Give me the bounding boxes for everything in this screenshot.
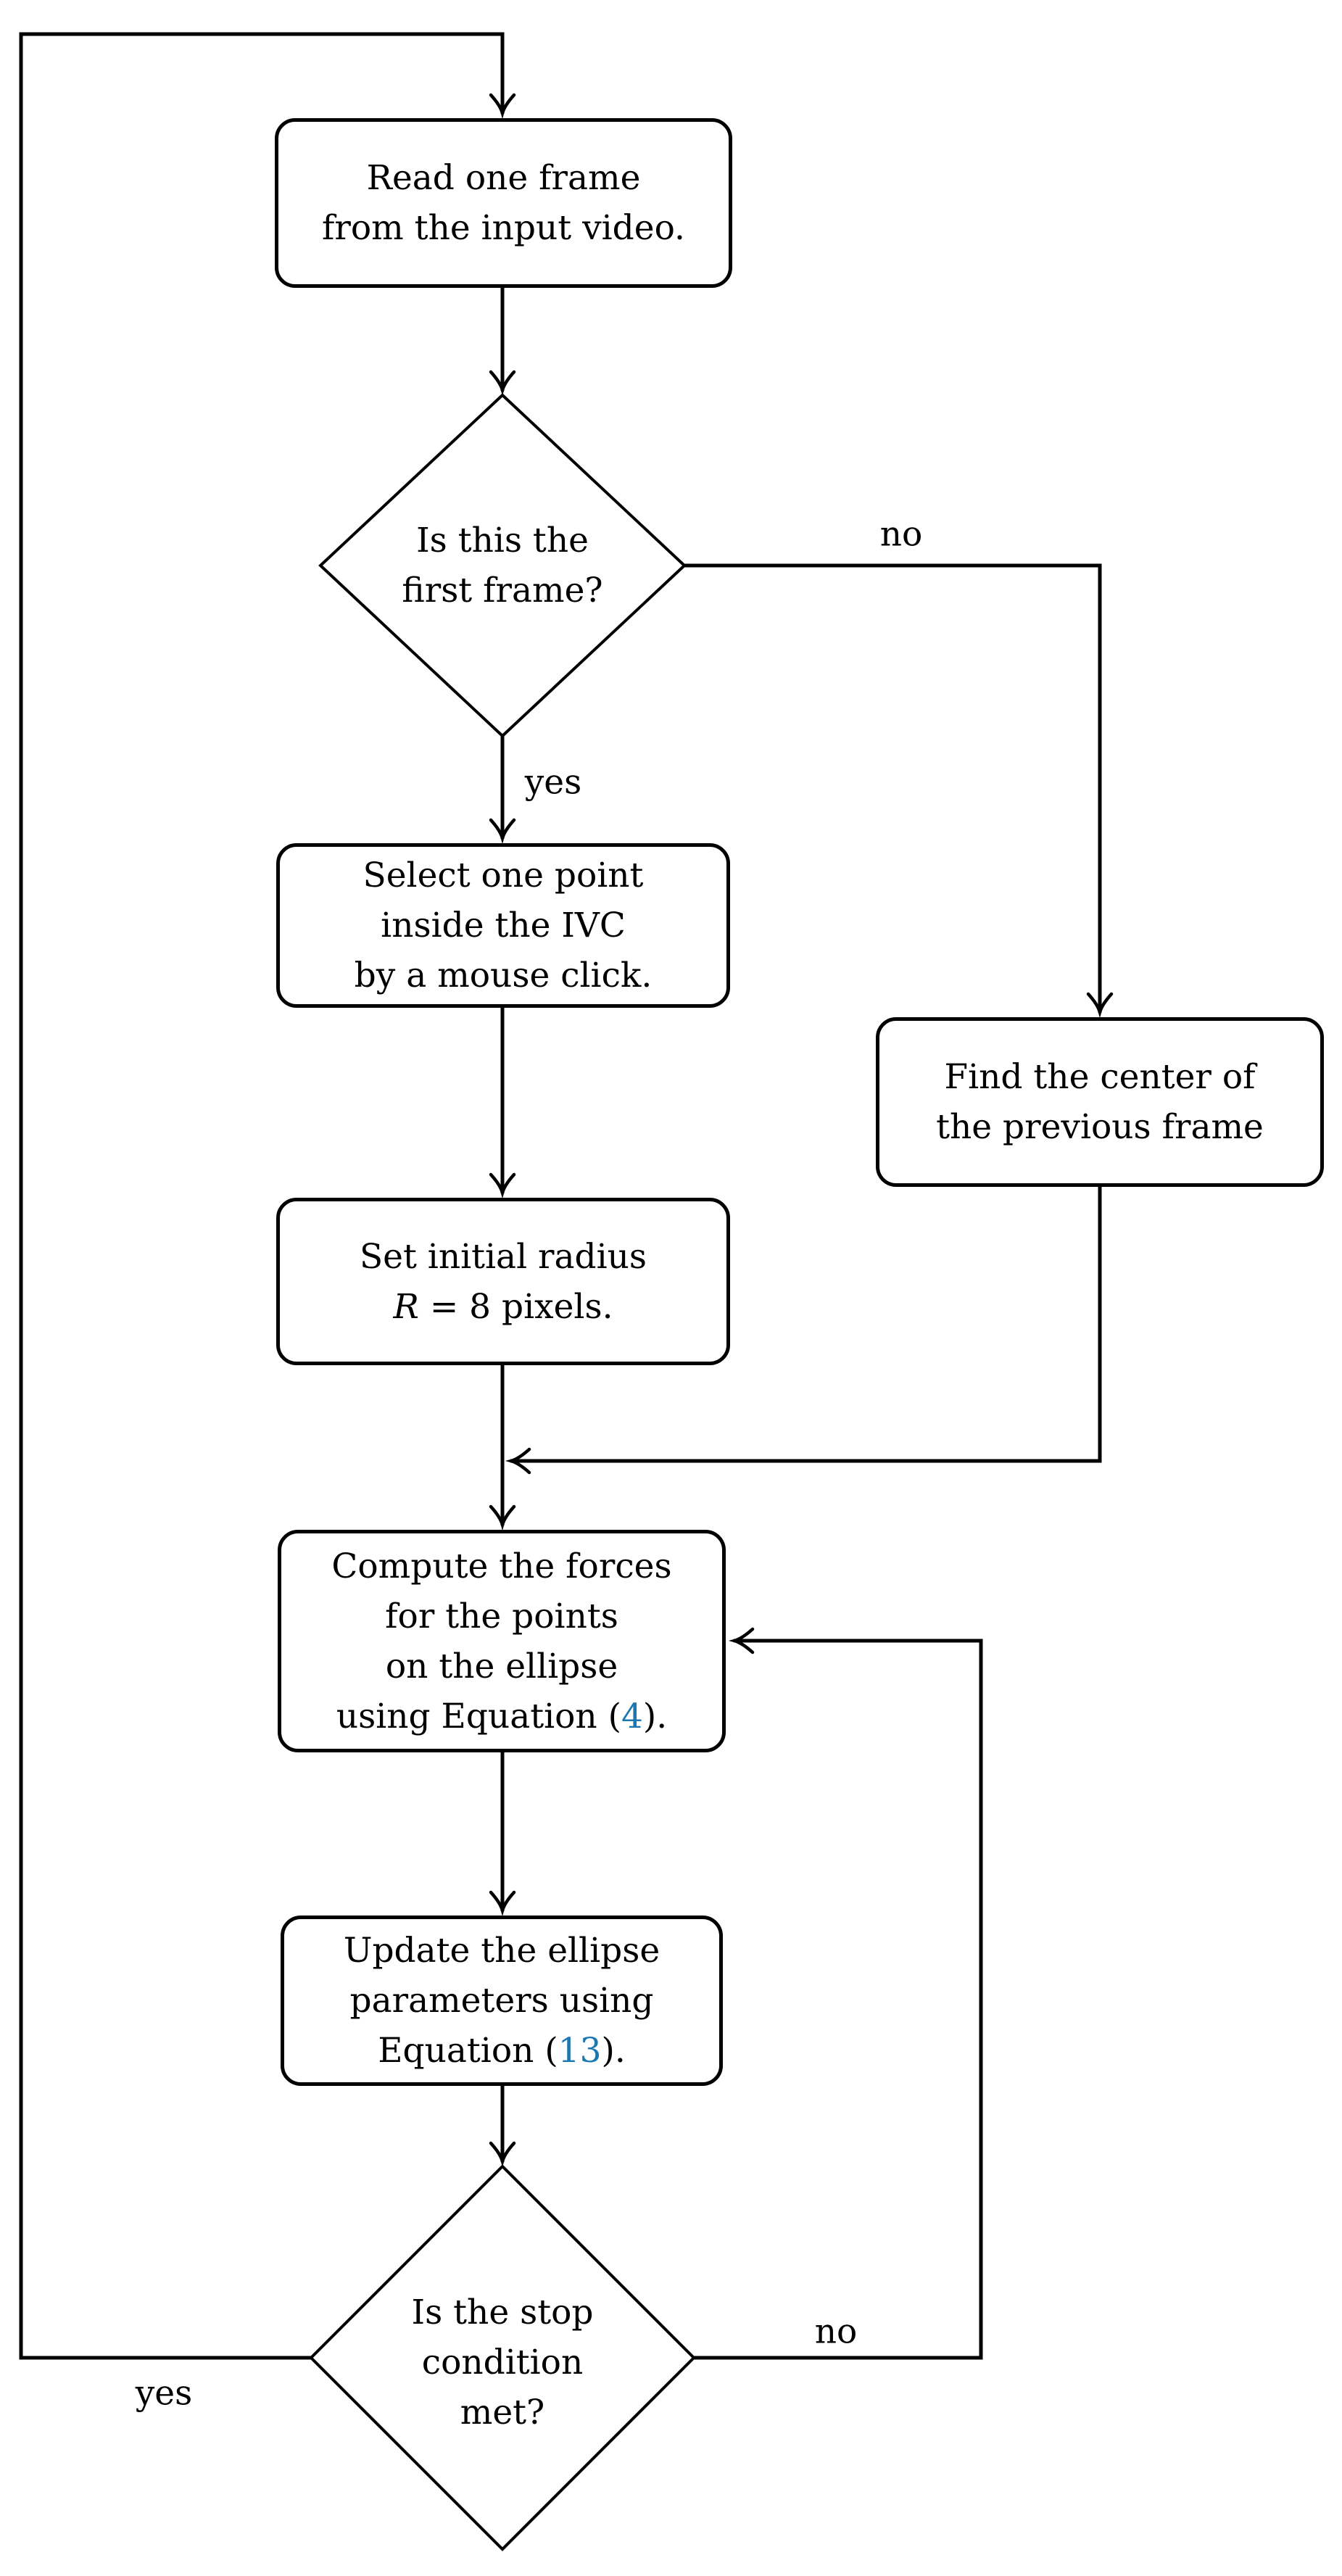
node-compute-forces-line: for the points <box>385 1596 618 1636</box>
node-read-frame: Read one frame from the input video. <box>275 118 732 288</box>
node-compute-forces-line: Compute the forces <box>331 1546 672 1586</box>
node-set-radius: Set initial radius R = 8 pixels. <box>276 1198 730 1365</box>
node-set-radius-line: Set initial radius <box>359 1236 647 1277</box>
node-select-point: Select one point inside the IVC by a mou… <box>276 843 730 1008</box>
decision-stop-condition-shape <box>309 2164 696 2551</box>
edge-label-yes-first: yes <box>524 762 582 803</box>
decision-first-frame-line: Is this the <box>416 521 589 560</box>
decision-stop-condition-line: Is the stop <box>411 2293 594 2332</box>
node-find-center-line: the previous frame <box>936 1107 1264 1147</box>
node-update-parameters-line: Equation (13). <box>378 2026 626 2076</box>
node-select-point-line: by a mouse click. <box>354 956 653 995</box>
equation-4-link[interactable]: 4 <box>621 1696 643 1736</box>
edge-first-no-to-find-center <box>684 563 1114 1019</box>
edge-label-yes-stop: yes <box>135 2373 193 2414</box>
node-read-frame-line: from the input video. <box>322 208 685 248</box>
decision-stop-condition-line: condition <box>421 2343 584 2382</box>
radius-value: = 8 pixels. <box>418 1286 613 1327</box>
decision-stop-condition-text: Is the stop condition met? <box>321 2287 684 2438</box>
decision-first-frame-line: first frame? <box>402 571 603 610</box>
node-compute-forces-line: using Equation (4). <box>336 1691 667 1742</box>
node-find-center-line: Find the center of <box>944 1057 1256 1097</box>
node-find-center: Find the center of the previous frame <box>876 1017 1324 1187</box>
equation-13-prefix: Equation ( <box>378 2031 558 2071</box>
node-compute-forces: Compute the forces for the points on the… <box>278 1530 726 1752</box>
decision-first-frame-shape <box>318 393 687 738</box>
node-select-point-line: inside the IVC <box>381 906 626 945</box>
node-compute-forces-line: on the ellipse <box>385 1646 618 1686</box>
node-update-parameters-line: Update the ellipse <box>343 1931 660 1971</box>
node-update-parameters-line: parameters using <box>349 1981 654 2021</box>
node-set-radius-line: R = 8 pixels. <box>393 1282 613 1332</box>
radius-variable: R <box>393 1286 419 1327</box>
equation-13-link[interactable]: 13 <box>558 2031 602 2071</box>
equation-13-suffix: ). <box>601 2031 626 2071</box>
edge-stop-yes-loop-to-read-frame <box>19 32 516 2360</box>
edge-stop-no-feedback-to-compute-forces <box>694 1627 983 2360</box>
edge-find-center-merge <box>505 1187 1102 1475</box>
equation-4-prefix: using Equation ( <box>336 1696 621 1736</box>
edge-label-no-first: no <box>879 514 923 555</box>
node-select-point-line: Select one point <box>363 856 644 895</box>
node-read-frame-line: Read one frame <box>366 158 641 198</box>
edge-label-no-stop: no <box>814 2311 858 2352</box>
node-update-parameters: Update the ellipse parameters using Equa… <box>281 1916 723 2086</box>
decision-first-frame-text: Is this the first frame? <box>321 515 684 616</box>
equation-4-suffix: ). <box>642 1696 668 1736</box>
decision-stop-condition-line: met? <box>460 2393 545 2432</box>
